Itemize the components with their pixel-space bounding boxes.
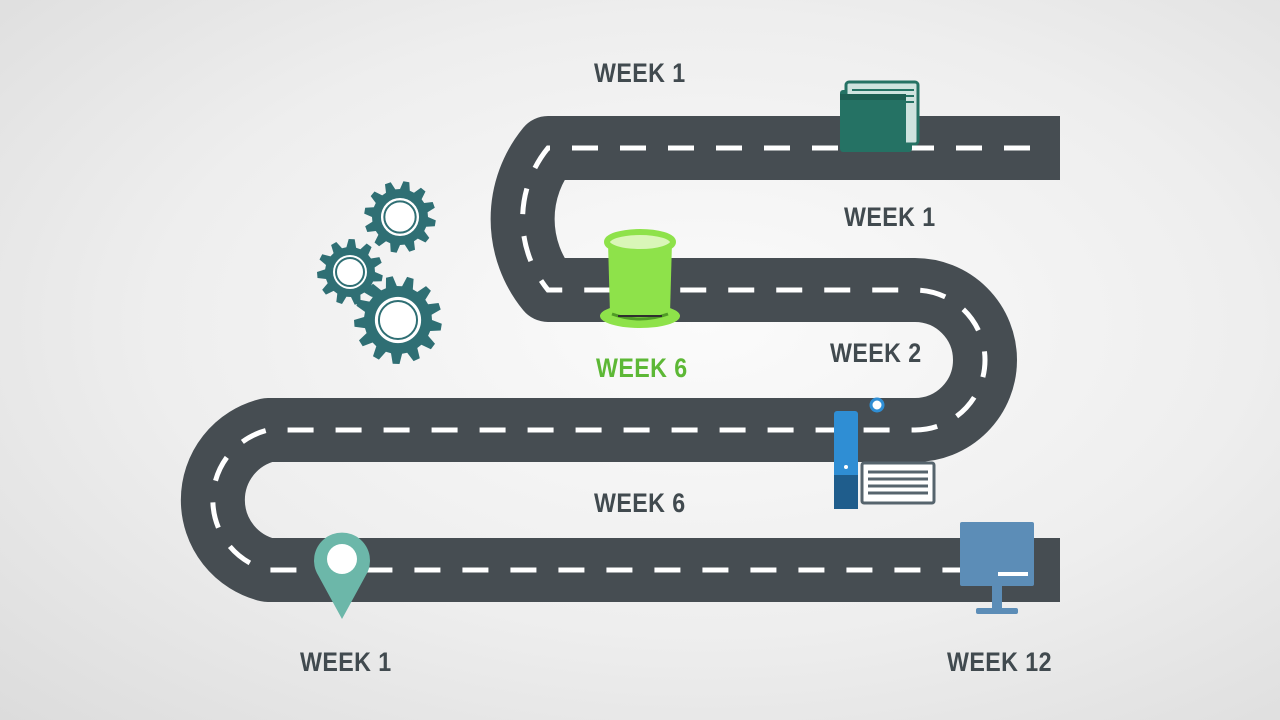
milestone-label-week6-laptop: WEEK 6 (594, 488, 686, 518)
milestone-label-week2: WEEK 2 (830, 338, 922, 368)
books-icon (840, 80, 920, 152)
bucket-icon (600, 229, 680, 328)
milestone-label-week6-bucket: WEEK 6 (596, 353, 688, 383)
gears-icon (317, 181, 442, 364)
road (180, 116, 1060, 602)
usb-stick-icon (834, 397, 885, 509)
laptop-icon (860, 461, 936, 505)
monitor-icon (960, 522, 1034, 614)
milestone-label-week12: WEEK 12 (947, 647, 1052, 677)
location-pin-icon (314, 532, 370, 619)
milestone-label-week1-top: WEEK 1 (594, 58, 686, 88)
milestone-label-week1-pin: WEEK 1 (300, 647, 392, 677)
milestone-label-week1-gears: WEEK 1 (844, 202, 936, 232)
